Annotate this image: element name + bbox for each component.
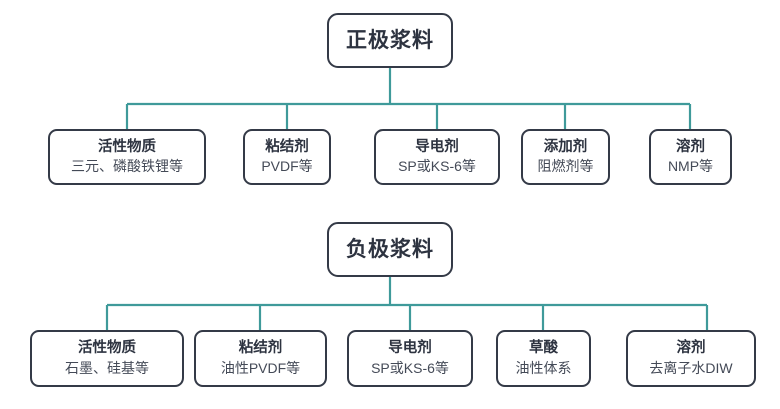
node-title: 草酸 [529, 340, 558, 357]
node-title: 溶剂 [676, 340, 706, 357]
node-cathode-additive[interactable]: 添加剂 阻燃剂等 [521, 129, 610, 185]
node-title: 粘结剂 [265, 138, 309, 155]
node-anode-binder[interactable]: 粘结剂 油性PVDF等 [194, 330, 327, 387]
node-title: 粘结剂 [238, 340, 283, 357]
node-subtitle: SP或KS-6等 [398, 158, 476, 175]
node-subtitle: 油性PVDF等 [220, 359, 301, 376]
node-subtitle: 阻燃剂等 [537, 158, 594, 175]
node-title: 添加剂 [543, 138, 588, 155]
node-cathode-conductive-agent[interactable]: 导电剂 SP或KS-6等 [374, 129, 500, 185]
node-subtitle: SP或KS-6等 [371, 359, 449, 376]
node-anode-active-material[interactable]: 活性物质 石墨、硅基等 [30, 330, 184, 387]
node-cathode-active-material[interactable]: 活性物质 三元、磷酸铁锂等 [48, 129, 206, 185]
node-subtitle: NMP等 [667, 158, 714, 175]
node-subtitle: 油性体系 [515, 359, 572, 376]
node-title: 导电剂 [388, 340, 432, 357]
node-subtitle: 三元、磷酸铁锂等 [71, 158, 183, 175]
node-title: 溶剂 [676, 138, 705, 155]
root-node-anode[interactable]: 负极浆料 [327, 222, 453, 277]
node-anode-solvent[interactable]: 溶剂 去离子水DIW [626, 330, 756, 387]
node-title: 活性物质 [78, 340, 136, 357]
root-node-anode-label: 负极浆料 [346, 237, 434, 261]
node-subtitle: 去离子水DIW [649, 359, 733, 376]
node-title: 导电剂 [415, 138, 459, 155]
root-node-cathode-label: 正极浆料 [346, 28, 434, 52]
node-title: 活性物质 [98, 138, 156, 155]
node-subtitle: 石墨、硅基等 [65, 359, 149, 376]
node-cathode-solvent[interactable]: 溶剂 NMP等 [649, 129, 732, 185]
node-anode-conductive-agent[interactable]: 导电剂 SP或KS-6等 [347, 330, 473, 387]
node-subtitle: PVDF等 [261, 158, 313, 175]
node-anode-oxalic-acid[interactable]: 草酸 油性体系 [496, 330, 591, 387]
root-node-cathode[interactable]: 正极浆料 [327, 13, 453, 68]
node-cathode-binder[interactable]: 粘结剂 PVDF等 [243, 129, 331, 185]
